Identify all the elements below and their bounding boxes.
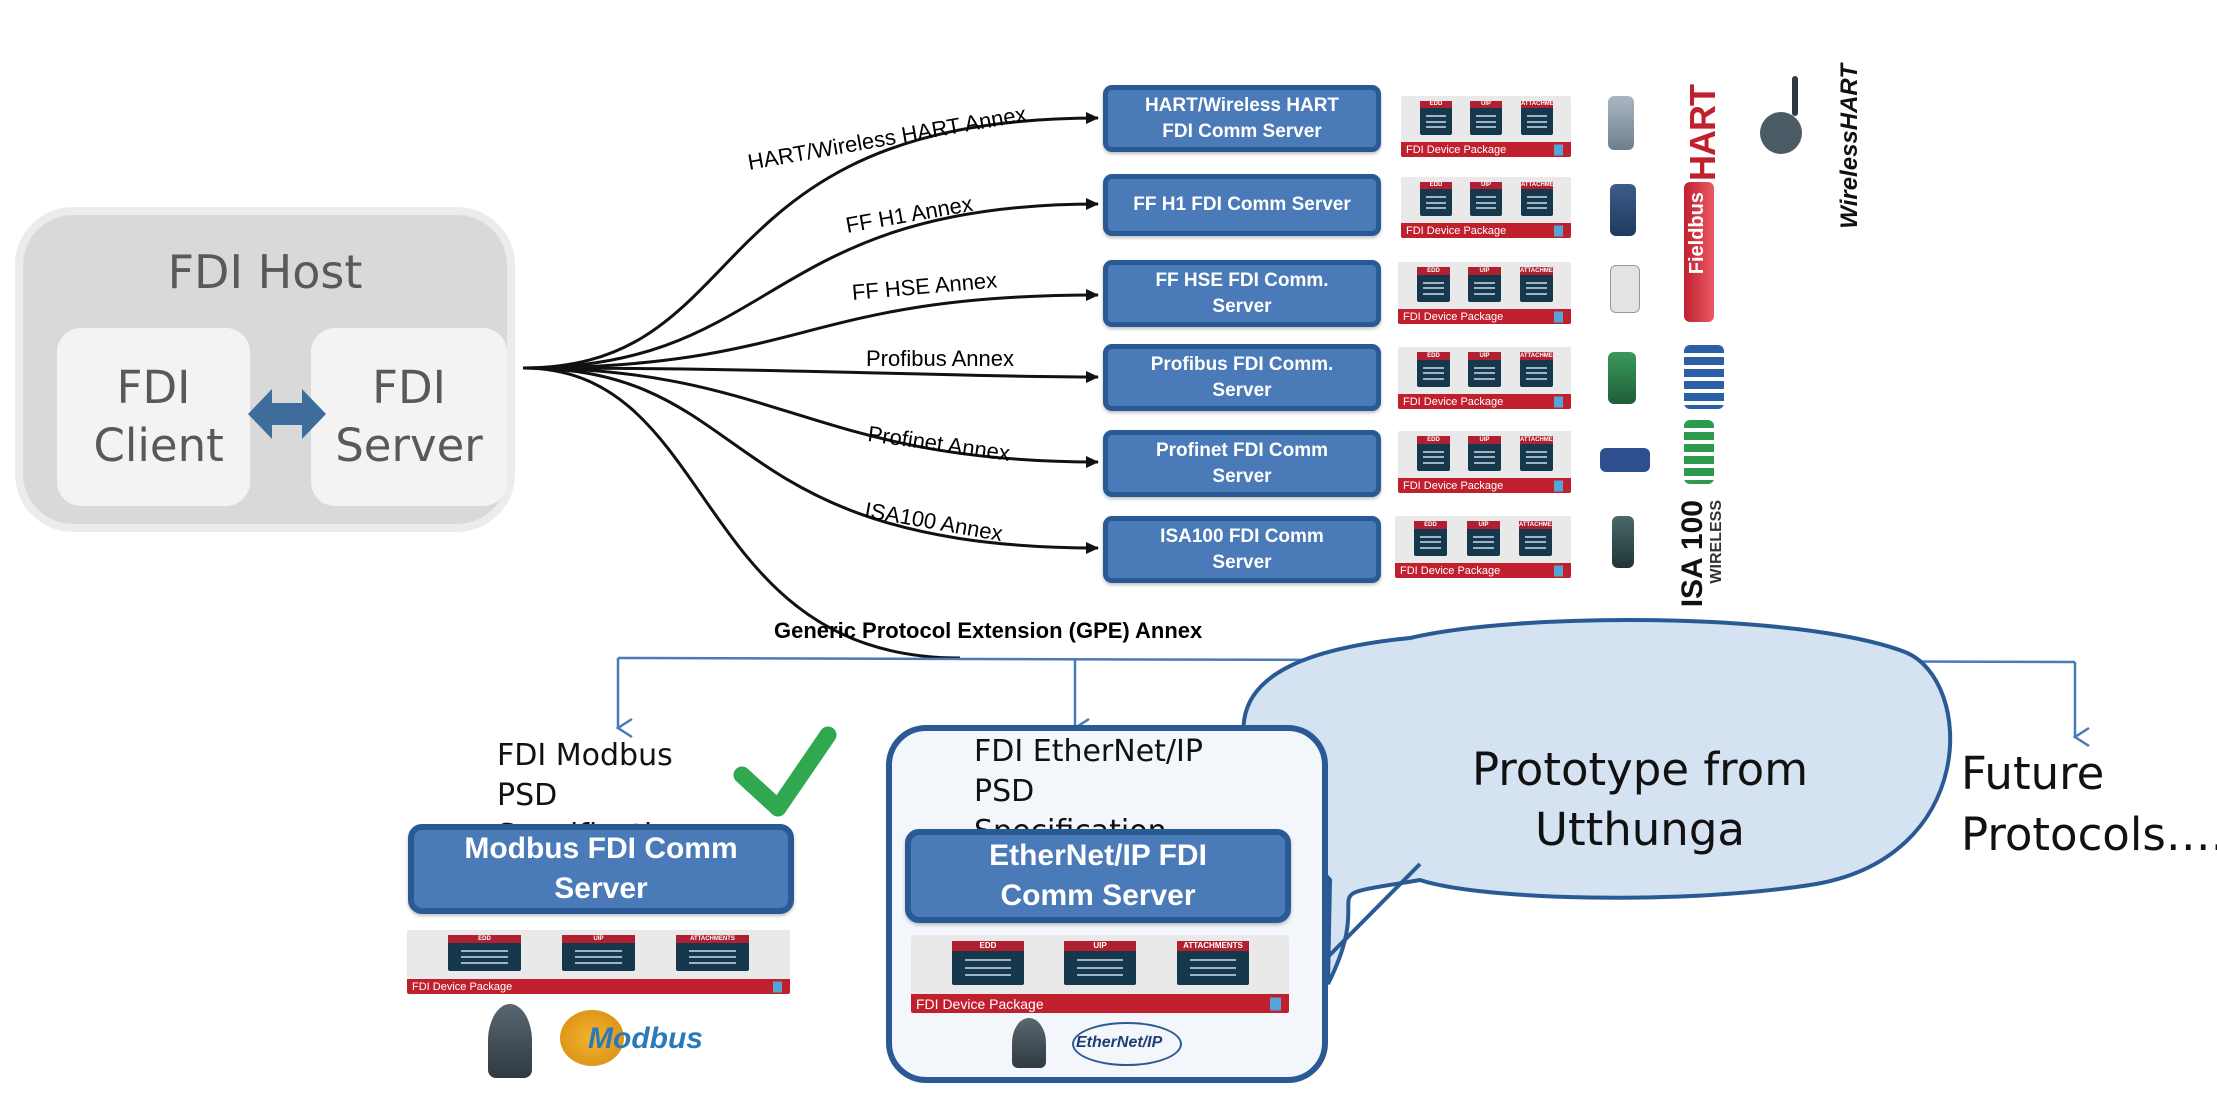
check-icon xyxy=(733,726,837,817)
package-tile-attachments-icon: ATTACHMENTS xyxy=(676,935,749,971)
pkg-profibus: EDD UIP ATTACHMENTS FDI Device Package xyxy=(1398,347,1571,409)
modbus-logo-gear-icon xyxy=(560,1010,624,1066)
pkg-isa100: EDD UIP ATTACHMENTS FDI Device Package xyxy=(1395,516,1571,578)
package-tile-uip-icon: UIP xyxy=(1470,101,1502,135)
pkg-ethernetip: EDD UIP ATTACHMENTS FDI Device Package xyxy=(911,935,1289,1013)
package-tile-uip-icon: UIP xyxy=(1470,182,1502,216)
package-tile-uip-icon: UIP xyxy=(1468,436,1501,471)
curve-gpe xyxy=(522,366,961,660)
fieldbus-logo-icon: Fieldbus xyxy=(1684,182,1714,322)
hart-transmitter-icon xyxy=(1608,96,1634,150)
ethernetip-logo-text: EtherNet/IP xyxy=(1076,1034,1163,1051)
future-protocols-text: Future Protocols…. xyxy=(1961,747,2217,861)
package-strip-label: FDI Device Package xyxy=(1406,143,1507,156)
curve-ffhse xyxy=(522,289,1099,370)
package-tile-uip-icon: UIP xyxy=(1468,352,1501,387)
antenna-icon xyxy=(1792,76,1798,116)
package-tile-edd-icon: EDD xyxy=(1417,436,1450,471)
ethernetip-server: EtherNet/IP FDI Comm Server xyxy=(905,829,1291,923)
package-strip-label: FDI Device Package xyxy=(1400,564,1501,577)
gpe-annex-label: Generic Protocol Extension (GPE) Annex xyxy=(774,618,1203,643)
ethernetip-logo-swoosh-icon xyxy=(1072,1022,1182,1066)
profibus-device-icon xyxy=(1608,352,1636,404)
ethernetip-device-icon xyxy=(1012,1018,1046,1068)
valve-icon xyxy=(1610,184,1636,236)
annex-label-profibus: Profibus Annex xyxy=(866,346,1014,371)
curve-hart xyxy=(522,112,1099,370)
pkg-profinet: EDD UIP ATTACHMENTS FDI Device Package xyxy=(1398,431,1571,493)
pkg-hart: EDD UIP ATTACHMENTS FDI Device Package xyxy=(1401,96,1571,157)
package-tile-uip-icon: UIP xyxy=(1064,941,1136,985)
package-tile-edd-icon: EDD xyxy=(1420,182,1452,216)
package-strip-label: FDI Device Package xyxy=(1406,224,1507,237)
package-tile-attachments-icon: ATTACHMENTS xyxy=(1521,182,1553,216)
package-strip-label: FDI Device Package xyxy=(412,980,513,993)
modbus-server: Modbus FDI Comm Server xyxy=(408,824,794,914)
package-strip-label: FDI Device Package xyxy=(1403,310,1504,323)
package-tile-edd-icon: EDD xyxy=(1417,352,1450,387)
host-title: FDI Host xyxy=(167,245,363,299)
package-tile-attachments-icon: ATTACHMENTS xyxy=(1519,521,1552,556)
fdi-server-label: FDI Server xyxy=(335,361,483,472)
server-ffh1: FF H1 FDI Comm Server xyxy=(1103,174,1381,236)
curve-profibus xyxy=(522,366,1099,383)
fdi-server-box: FDI Server xyxy=(311,328,507,506)
server-isa100: ISA100 FDI Comm Server xyxy=(1103,516,1381,583)
fdi-client-box: FDI Client xyxy=(57,328,250,506)
package-tile-attachments-icon: ATTACHMENTS xyxy=(1177,941,1249,985)
package-tile-uip-icon: UIP xyxy=(1467,521,1500,556)
package-tile-edd-icon: EDD xyxy=(1414,521,1447,556)
fdi-host: FDI Host FDI Client FDI Server xyxy=(15,207,515,532)
callout-text: Prototype from Utthunga xyxy=(1471,743,1809,856)
server-profibus: Profibus FDI Comm. Server xyxy=(1103,344,1381,411)
package-tile-attachments-icon: ATTACHMENTS xyxy=(1520,436,1553,471)
pkg-modbus: EDD UIP ATTACHMENTS FDI Device Package xyxy=(407,930,790,994)
profinet-device-icon xyxy=(1600,448,1650,472)
isa100-wireless-label: WIRELESS xyxy=(1708,500,1725,584)
pkg-ffhse: EDD UIP ATTACHMENTS FDI Device Package xyxy=(1398,262,1571,324)
package-tile-edd-icon: EDD xyxy=(448,935,521,971)
package-tile-attachments-icon: ATTACHMENTS xyxy=(1521,101,1553,135)
isa100-device-icon xyxy=(1612,516,1634,568)
server-profinet: Profinet FDI Comm Server xyxy=(1103,430,1381,497)
curve-ffh1 xyxy=(522,198,1099,370)
wireless-device-icon xyxy=(1760,112,1802,154)
package-tile-edd-icon: EDD xyxy=(1420,101,1452,135)
curve-profinet xyxy=(522,366,1099,468)
fdi-client-label: FDI Client xyxy=(93,361,224,472)
pkg-ffh1: EDD UIP ATTACHMENTS FDI Device Package xyxy=(1401,177,1571,238)
package-tile-uip-icon: UIP xyxy=(1468,267,1501,302)
package-tile-attachments-icon: ATTACHMENTS xyxy=(1520,267,1553,302)
hart-logo-icon: HART xyxy=(1682,85,1723,181)
profibus-logo-icon xyxy=(1684,345,1724,409)
hse-device-icon xyxy=(1610,265,1640,313)
package-strip-label: FDI Device Package xyxy=(916,995,1044,1012)
callout-balloon xyxy=(1241,617,1953,985)
package-strip-label: FDI Device Package xyxy=(1403,479,1504,492)
curve-isa100 xyxy=(522,366,1099,554)
modbus-logo-text: Modbus xyxy=(588,1022,703,1055)
server-hart: HART/Wireless HART FDI Comm Server xyxy=(1103,85,1381,152)
profinet-logo-icon xyxy=(1684,420,1714,484)
package-strip-label: FDI Device Package xyxy=(1403,395,1504,408)
double-arrow-icon xyxy=(248,389,326,439)
wirelesshart-logo-icon: WirelessHART xyxy=(1836,64,1863,229)
isa100-logo-icon: ISA 100 xyxy=(1676,500,1709,608)
modbus-device-icon xyxy=(488,1004,532,1078)
server-ffhse: FF HSE FDI Comm. Server xyxy=(1103,260,1381,327)
package-tile-attachments-icon: ATTACHMENTS xyxy=(1520,352,1553,387)
package-tile-edd-icon: EDD xyxy=(952,941,1024,985)
package-tile-edd-icon: EDD xyxy=(1417,267,1450,302)
package-tile-uip-icon: UIP xyxy=(562,935,635,971)
